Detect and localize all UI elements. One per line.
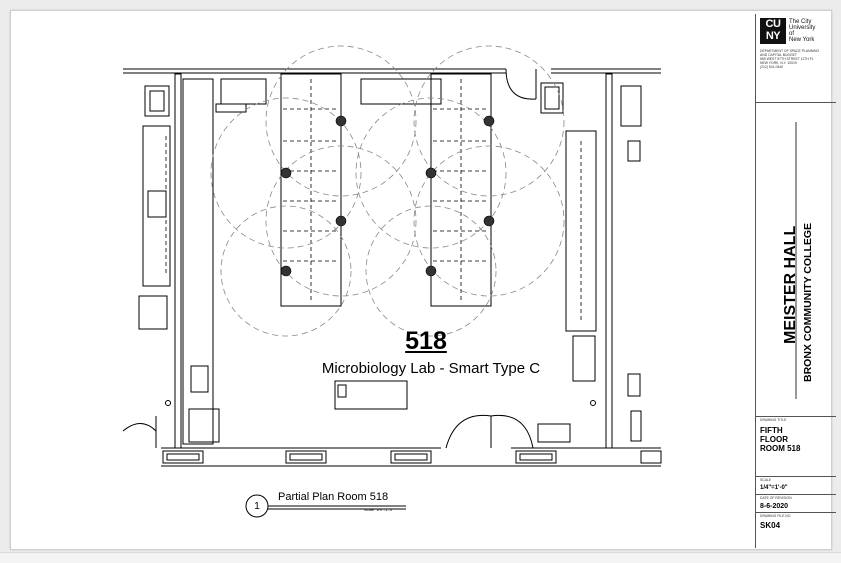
drawing-title-label: DRAWING TITLE (760, 418, 787, 422)
ceiling-devices (280, 115, 495, 277)
file-number: SK04 (760, 521, 781, 530)
floor-plan (122, 45, 662, 518)
room-number: 518 (405, 327, 447, 355)
callout-scale: Scale: 1/4"=1'-0" (364, 507, 394, 512)
university-name: The City University of New York (789, 19, 816, 43)
title-rule (795, 122, 797, 399)
date-value: 8-6-2020 (760, 503, 789, 510)
scale-label: SCALE (760, 478, 772, 482)
date-label: DATE OF REVISION (760, 496, 792, 500)
callout-number: 1 (254, 501, 260, 512)
walls (122, 68, 662, 467)
drawing-sheet: 518 Microbiology Lab - Smart Type C 1 Pa… (10, 10, 836, 550)
callout-symbol (245, 494, 406, 518)
room-name: Microbiology Lab - Smart Type C (321, 360, 541, 377)
horizontal-scrollbar[interactable] (0, 552, 841, 563)
coverage-circles (210, 45, 565, 337)
drawing-title: FIFTH FLOOR ROOM 518 (760, 426, 801, 453)
file-label: DRAWING FILE NO. (760, 514, 792, 518)
bench-dividers (165, 79, 582, 321)
callout-title: Partial Plan Room 518 (278, 491, 389, 503)
scale-value: 1/4"=1'-0" (760, 485, 788, 491)
department-address: DEPARTMENT OF SPACE PLANNING AND CAPITAL… (760, 49, 820, 69)
